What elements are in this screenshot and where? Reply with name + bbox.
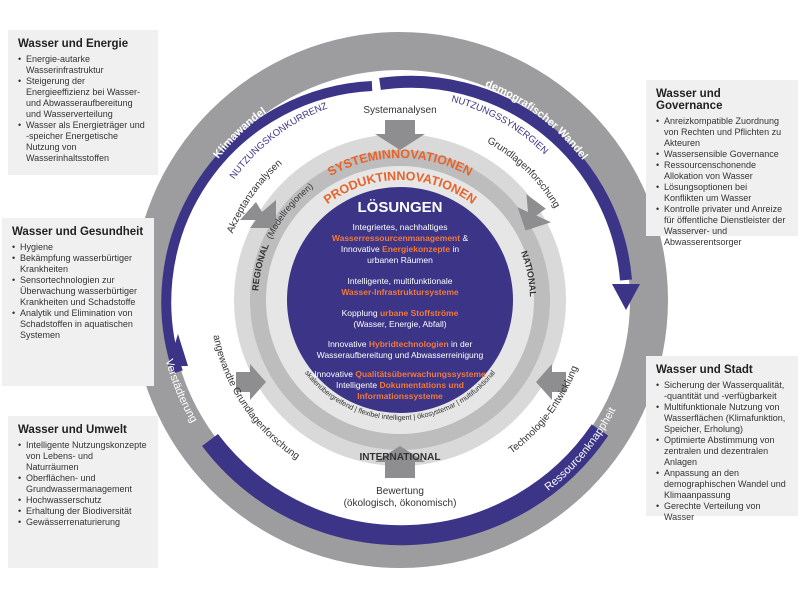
box-title: Wasser und Energie [18,38,129,50]
list-item: Analytik und Elimination von Schadstoffe… [12,308,144,341]
box-list: Hygiene Bekämpfung wasserbürtiger Krankh… [12,242,144,341]
list-item: Wassersensible Governance [656,149,788,160]
center-title: LÖSUNGEN [357,199,442,216]
list-item: Hygiene [12,242,144,253]
list-item: Gewässerrenaturierung [18,517,148,528]
solution-line-10: Wasseraufbereitung und Abwasserreinigung [317,350,484,360]
list-item: Bekämpfung wasserbürtiger Krankheiten [12,253,144,275]
box-title: Wasser und Umwelt [18,424,127,436]
solution-line-13: Informationssysteme [357,391,443,401]
solution-line-1: Integriertes, nachhaltiges [353,222,448,232]
blue-arc-top [379,75,632,281]
solution-line-3: Innovative Energiekonzepte in [341,244,459,254]
box-wasser-und-energie: Wasser und Energie Energie-autarke Wasse… [8,30,158,175]
box-wasser-und-stadt: Wasser und Stadt Sicherung der Wasserqua… [646,356,798,522]
solution-line-2: Wasserressourcenmanagement & [332,233,469,243]
blue-arc-bottom [202,424,609,546]
box-wasser-und-gesundheit: Wasser und Gesundheit Hygiene Bekämpfung… [2,218,154,386]
arrow-angewandte [236,364,266,400]
solution-line-6: Wasser-Infrastruktursysteme [341,287,459,297]
arrow-akzeptanz [240,200,276,228]
solution-line-8: (Wasser, Energie, Abfall) [353,319,446,329]
list-item: Anpassung an den demographischen Wandel … [656,468,788,501]
solution-line-7: Kopplung urbane Stoffströme [342,308,459,318]
blue-arrowhead-right [612,284,640,310]
arrow-systemanalysen [375,120,425,150]
list-item: Kontrolle privater und Anreize für öffen… [656,204,788,248]
list-item: Sensortechnologien zur Überwachung wasse… [12,275,144,308]
list-item: Multifunktionale Nutzung von Wasserfläch… [656,402,788,435]
center-circle [287,187,513,413]
label-bewertung-detail: (ökologisch, ökonomisch) [344,498,457,509]
list-item: Oberflächen- und Grundwassermanagement [18,473,148,495]
list-item: Optimierte Abstimmung von zentralen und … [656,435,788,468]
list-item: Hochwasserschutz [18,495,148,506]
list-item: Steigerung der Energieeffizienz bei Wass… [18,76,148,120]
box-list: Sicherung der Wasserqualität, -quantität… [656,380,788,523]
box-list: Anreizkompatible Zuordnung von Rechten u… [656,116,788,248]
blue-arrowhead-left [168,334,188,366]
arrow-grundlagenforschung [517,194,551,231]
arrow-technologie [536,364,566,400]
list-item: Intelligente Nutzungskonzepte von Lebens… [18,440,148,473]
box-list: Energie-autarke Wasserinfrastruktur Stei… [18,54,148,164]
box-wasser-und-umwelt: Wasser und Umwelt Intelligente Nutzungsk… [8,416,158,568]
list-item: Energie-autarke Wasserinfrastruktur [18,54,148,76]
list-item: Gerechte Verteilung von Wasser [656,501,788,523]
list-item: Erhaltung der Biodiversität [18,506,148,517]
label-bewertung: Bewertung [376,486,424,497]
solution-line-5: Intelligente, multifunktionale [348,276,453,286]
list-item: Ressourcenschonende Allokation von Wasse… [656,160,788,182]
blue-arc-left [161,81,373,374]
box-title: Wasser und Governance [656,88,723,112]
solution-line-4: urbanen Räumen [367,255,433,265]
box-wasser-und-governance: Wasser und Governance Anreizkompatible Z… [646,80,798,247]
list-item: Anreizkompatible Zuordnung von Rechten u… [656,116,788,149]
box-title: Wasser und Gesundheit [12,226,144,238]
label-systemanalysen: Systemanalysen [363,105,436,116]
list-item: Wasser als Energieträger und -speicher E… [18,120,148,164]
box-title: Wasser und Stadt [656,364,753,376]
arrow-bewertung [375,446,425,478]
list-item: Sicherung der Wasserqualität, -quantität… [656,380,788,402]
label-international: INTERNATIONAL [360,452,441,463]
solution-line-9: Innovative Hybridtechnologien in der [328,339,473,349]
solution-line-11: Innovative Qualitätsüberwachungssysteme [314,369,486,379]
solution-line-12: Intelligente Dokumentations und [336,380,464,390]
box-list: Intelligente Nutzungskonzepte von Lebens… [18,440,148,528]
list-item: Lösungsoptionen bei Konflikten um Wasser [656,182,788,204]
